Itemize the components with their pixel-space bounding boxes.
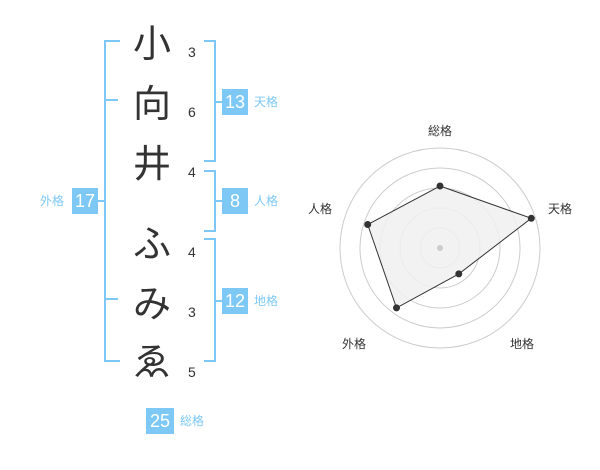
radar-point-3 [455,270,463,278]
stroke-count-5: 3 [188,304,196,320]
radar-point-2 [527,214,535,222]
stroke-count-2: 6 [188,104,196,120]
name-char-6: ゑ [132,340,171,384]
radar-axis-label-tenkaku: 天格 [548,202,573,216]
radar-point-1 [436,182,444,190]
stroke-count-4: 4 [188,244,196,260]
stroke-count-1: 3 [188,44,196,60]
radar-point-4 [393,304,400,312]
gaikaku-label: 外格 [40,194,65,208]
tenkaku-connector [214,101,222,103]
tenkaku-value: 13 [222,89,248,115]
soukaku-label: 総格 [180,414,205,428]
radar-center-dot [437,245,443,251]
radar-axis-label-chikaku: 地格 [510,337,535,351]
gaikaku-value: 17 [72,188,98,214]
stroke-count-6: 5 [188,364,196,380]
radar-polygon [367,185,533,309]
gaikaku-tick-2 [104,298,118,300]
name-char-1: 小 [132,22,171,66]
radar-point-5 [364,221,372,228]
name-char-5: み [132,282,171,326]
radar-ring-4 [359,167,521,329]
name-char-2: 向 [132,82,171,126]
name-char-4: ふ [132,222,171,266]
gaikaku-connector [98,200,106,202]
stroke-count-3: 4 [188,164,196,180]
chikaku-value: 12 [222,288,248,314]
gaikaku-tick-1 [104,99,118,101]
jinkaku-value: 8 [222,188,248,214]
tenkaku-label: 天格 [254,95,279,109]
soukaku-value: 25 [146,408,174,434]
jinkaku-label: 人格 [254,194,279,208]
name-char-3: 井 [132,142,171,186]
radar-axis-label-gaikaku: 外格 [342,337,367,351]
radar-axis-label-soukaku: 総格 [428,124,453,138]
radar-ring-5 [339,147,541,349]
radar-axis-label-jinkaku: 人格 [308,202,333,216]
chikaku-label: 地格 [254,294,279,308]
chikaku-connector [214,300,222,302]
jinkaku-connector [214,200,222,202]
